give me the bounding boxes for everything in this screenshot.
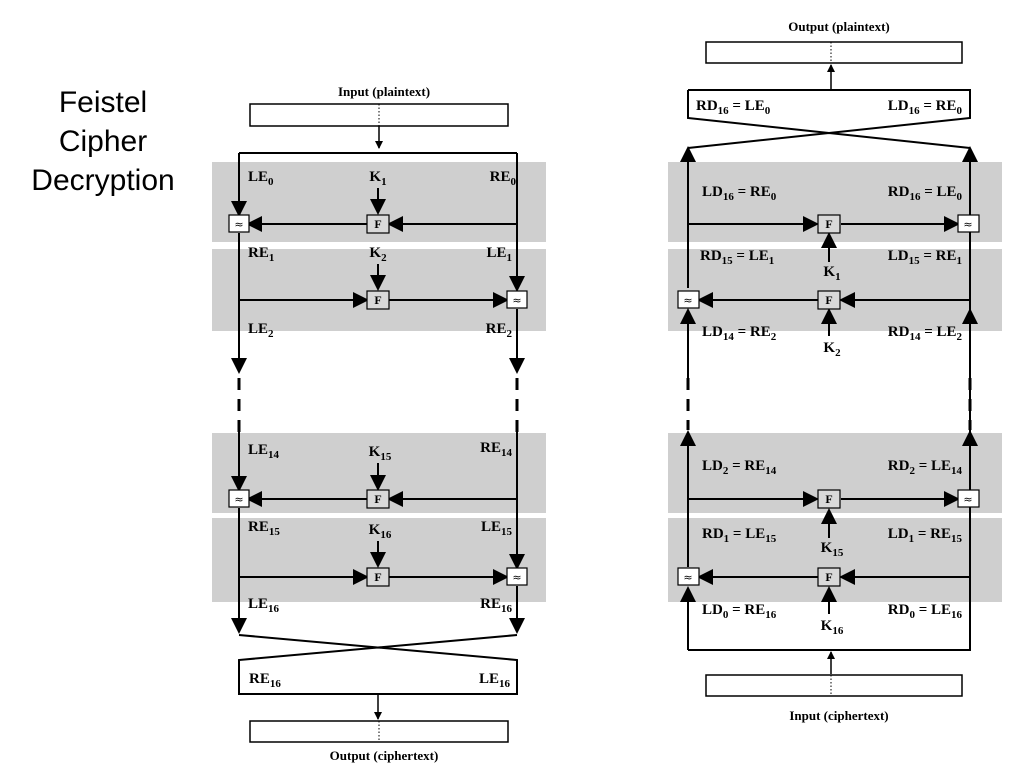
- decryption-diagram: Output (plaintext) F ≈ F ≈: [668, 19, 1002, 723]
- f-label: F: [825, 570, 832, 584]
- title-line-3: Decryption: [31, 164, 174, 197]
- xor-symbol: ≈: [683, 294, 692, 307]
- label-d-ld0: LD0 = RE16: [702, 602, 777, 621]
- xor-symbol: ≈: [512, 571, 521, 584]
- xor-box: [677, 567, 700, 586]
- label-e-le0: LE0: [248, 169, 274, 188]
- label-e-re2: RE2: [486, 321, 513, 340]
- xor-box: [957, 489, 980, 508]
- xor-box: [228, 489, 250, 508]
- label-e-k16: K16: [369, 522, 392, 541]
- label-d-ld16b: LD16 = RE0: [702, 184, 777, 203]
- label-d-rd2: RD2 = LE14: [888, 458, 963, 477]
- f-label: F: [825, 492, 832, 506]
- input-split-line: [688, 590, 971, 651]
- output-caption: Output (plaintext): [788, 19, 889, 34]
- output-box: [705, 41, 963, 64]
- xor-symbol: ≈: [512, 294, 521, 307]
- label-e-re14: RE14: [480, 440, 512, 459]
- xor-symbol: ≈: [234, 218, 243, 231]
- xor-symbol: ≈: [234, 493, 243, 506]
- xor-symbol: ≈: [683, 571, 692, 584]
- f-label: F: [374, 492, 381, 506]
- label-e-le15: LE15: [481, 519, 513, 538]
- label-e-le14: LE14: [248, 442, 280, 461]
- f-function-box: [817, 489, 841, 509]
- label-d-ld16: LD16 = RE0: [888, 98, 963, 117]
- encryption-diagram: Input (plaintext) F ≈ F ≈: [212, 84, 546, 763]
- title-line-2: Cipher: [59, 125, 147, 158]
- label-e-re1: RE1: [248, 245, 274, 264]
- label-d-ld1: LD1 = RE15: [888, 526, 963, 545]
- label-e-le2: LE2: [248, 321, 274, 340]
- f-label: F: [374, 570, 381, 584]
- title-line-1: Feistel: [59, 86, 147, 119]
- f-label: F: [374, 293, 381, 307]
- input-caption: Input (plaintext): [338, 84, 430, 99]
- input-caption: Input (ciphertext): [789, 708, 888, 723]
- label-e-k1: K1: [369, 169, 386, 188]
- label-e-re0: RE0: [490, 169, 517, 188]
- label-e-k2: K2: [369, 245, 387, 264]
- f-label: F: [825, 293, 832, 307]
- f-function-box: [366, 290, 390, 310]
- xor-box: [506, 567, 528, 586]
- label-e-re15: RE15: [248, 519, 280, 538]
- xor-box: [957, 214, 980, 233]
- f-function-box: [817, 290, 841, 310]
- label-d-ld2: LD2 = RE14: [702, 458, 777, 477]
- label-d-rd0: RD0 = LE16: [888, 602, 963, 621]
- label-e-le16b: LE16: [479, 671, 511, 690]
- label-d-k15: K15: [821, 540, 844, 559]
- f-label: F: [374, 217, 381, 231]
- label-d-k2: K2: [823, 340, 841, 359]
- xor-symbol: ≈: [963, 493, 972, 506]
- label-e-k15: K15: [369, 444, 392, 463]
- input-box: [705, 674, 963, 697]
- label-d-rd14: RD14 = LE2: [888, 324, 963, 343]
- label-e-le1: LE1: [486, 245, 512, 264]
- label-e-re16: RE16: [480, 596, 512, 615]
- label-d-rd16: RD16 = LE0: [696, 98, 771, 117]
- label-d-rd15: RD15 = LE1: [700, 248, 774, 267]
- f-label: F: [825, 217, 832, 231]
- label-d-rd16b: RD16 = LE0: [888, 184, 963, 203]
- xor-symbol: ≈: [963, 218, 972, 231]
- label-d-rd1: RD1 = LE15: [702, 526, 777, 545]
- round-band-2: [212, 249, 546, 331]
- final-swap: [687, 89, 971, 149]
- output-caption: Output (ciphertext): [330, 748, 439, 763]
- label-d-k16: K16: [821, 618, 844, 637]
- xor-box: [228, 214, 250, 233]
- label-d-k1: K1: [823, 264, 840, 283]
- label-d-ld14: LD14 = RE2: [702, 324, 777, 343]
- f-function-box: [366, 214, 390, 234]
- label-e-re16b: RE16: [249, 671, 281, 690]
- f-function-box: [817, 567, 841, 587]
- label-e-le16: LE16: [248, 596, 280, 615]
- f-function-box: [817, 214, 841, 234]
- f-function-box: [366, 567, 390, 587]
- label-d-ld15: LD15 = RE1: [888, 248, 962, 267]
- xor-box: [506, 290, 528, 309]
- f-function-box: [366, 489, 390, 509]
